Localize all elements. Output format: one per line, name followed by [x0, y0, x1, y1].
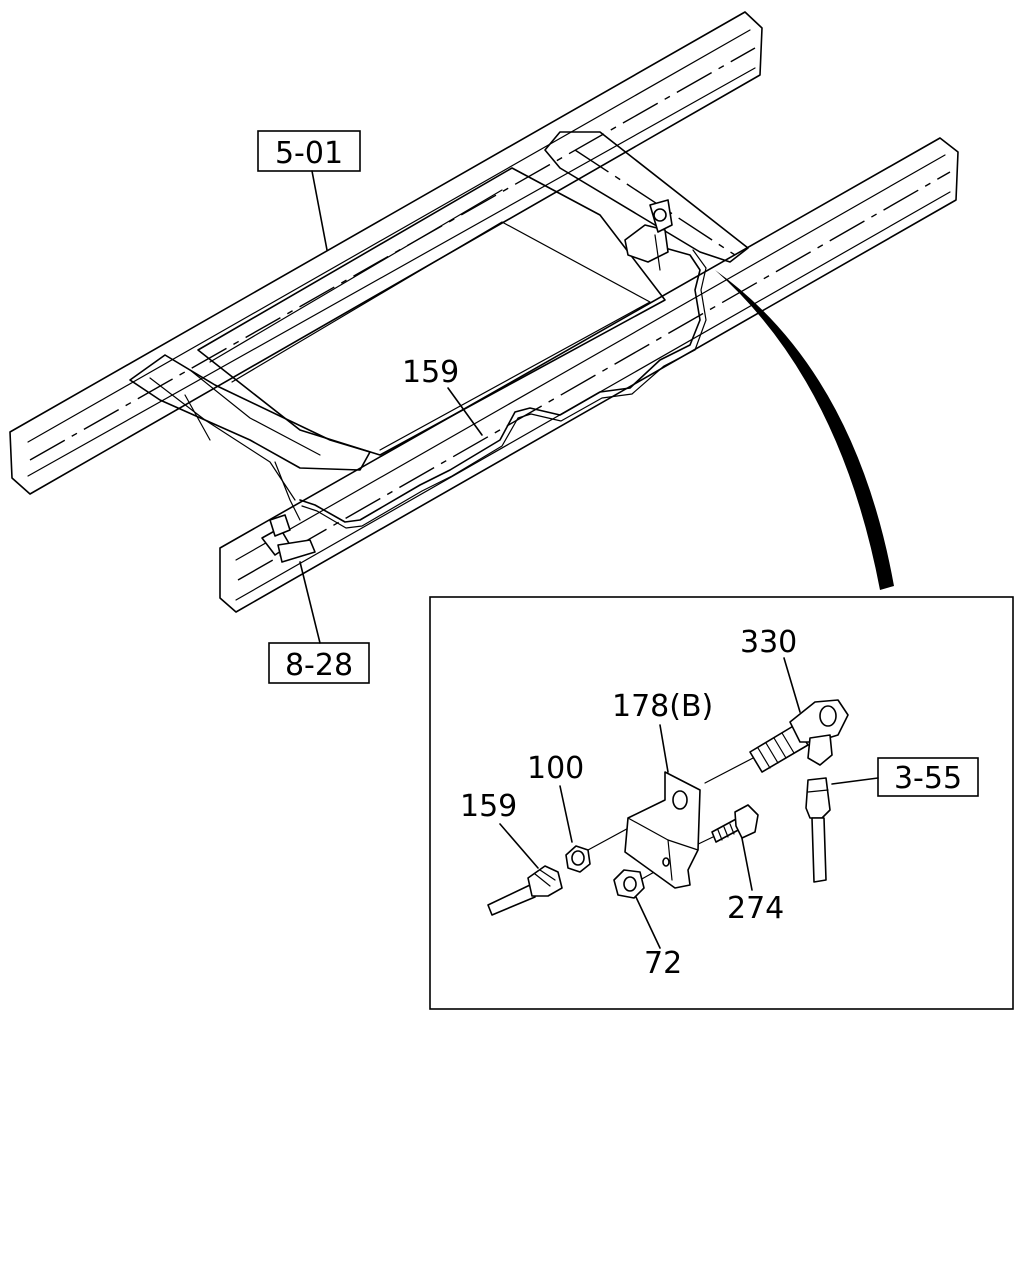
leader-100: [559, 785, 573, 843]
front-connector-fitting: [624, 199, 673, 271]
detail-label-330: 330: [740, 625, 797, 660]
part-100-nut: [565, 845, 591, 873]
ref-box-5-01: 5-01: [257, 130, 361, 172]
detail-label-159: 159: [460, 789, 517, 824]
detail-label-72: 72: [644, 946, 682, 981]
part-178b-bracket: [624, 771, 701, 889]
detail-callout-arrow: [715, 270, 894, 590]
leader-159: [499, 823, 539, 869]
rear-connector-fitting: [261, 514, 316, 563]
ref-box-8-28: 8-28: [268, 642, 370, 684]
ref-5-01-label: 5-01: [275, 136, 343, 171]
ref-8-28-label: 8-28: [285, 648, 353, 683]
label-159-main: 159: [402, 355, 459, 390]
part-159-pipe: [487, 865, 563, 916]
leader-3-55: [831, 777, 879, 785]
detail-label-274: 274: [727, 891, 784, 926]
leader-330: [783, 657, 801, 713]
detail-label-100: 100: [527, 751, 584, 786]
detail-label-178b: 178(B): [612, 689, 713, 724]
axis-connector: [704, 756, 756, 784]
detail-view: 330 178(B) 100 159 274 72 3-55: [429, 596, 1014, 1010]
ref-8-28-leader: [299, 561, 321, 644]
label-159-main-leader: [447, 387, 483, 436]
ref-3-55-label: 3-55: [894, 761, 962, 796]
ref-box-3-55: 3-55: [877, 757, 979, 797]
leader-178b: [659, 724, 669, 773]
part-hose-fitting: [805, 777, 831, 883]
part-274-bolt: [711, 804, 759, 843]
chassis-frame: [9, 11, 959, 613]
leader-72: [634, 894, 661, 949]
detail-frame: [429, 596, 1014, 1010]
part-330-connector: [749, 699, 849, 773]
part-72-flange-nut: [613, 869, 645, 899]
ref-5-01-leader: [311, 170, 328, 251]
brake-pipe-159: [299, 239, 707, 529]
